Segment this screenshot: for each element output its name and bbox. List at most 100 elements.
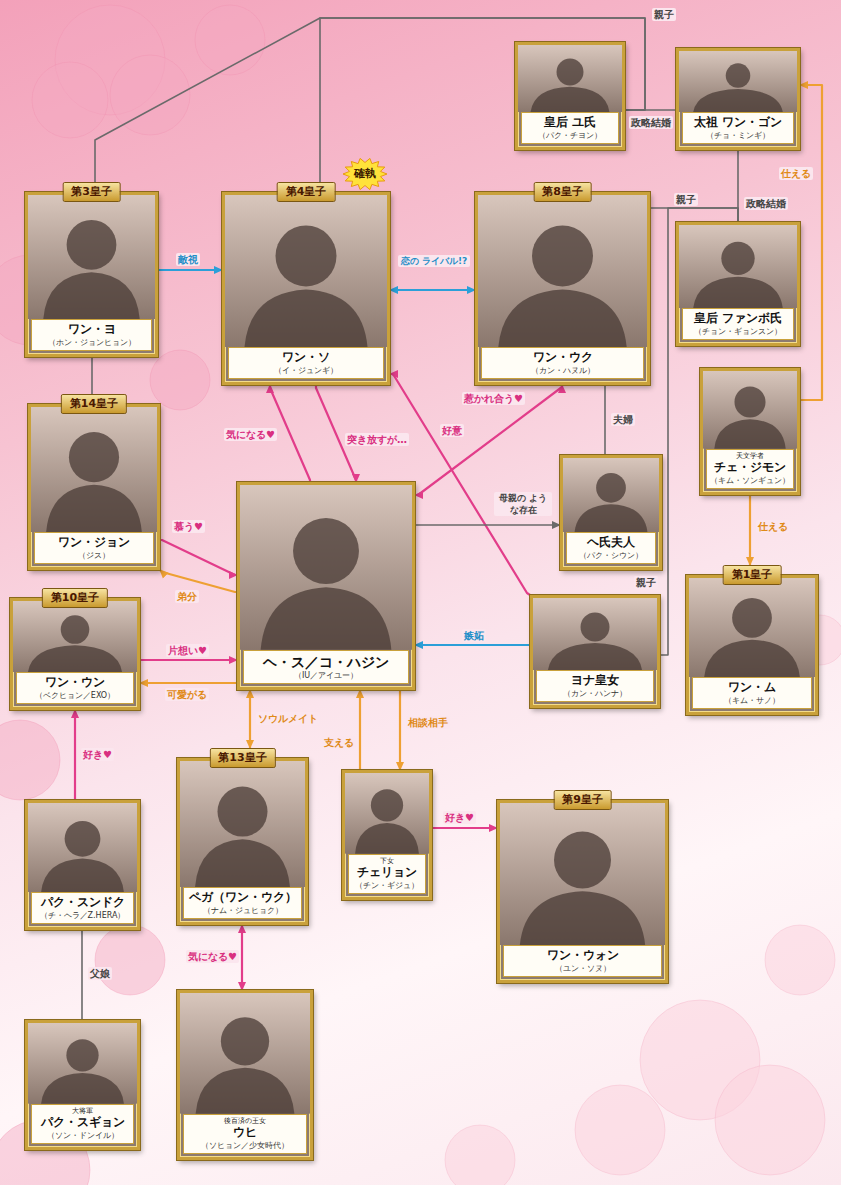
character-name: 太祖 ワン・ゴン (694, 115, 782, 131)
portrait-head (557, 58, 584, 85)
name-plate: 皇后 ファンボ氏（チョン・ギョンスン） (682, 308, 794, 340)
portrait-ground (28, 803, 137, 892)
relation-label: 気になる♥ (224, 428, 277, 441)
name-plate: 太祖 ワン・ゴン（チョ・ミンギ） (682, 112, 794, 144)
relation-label: 気になる♥ (186, 950, 239, 963)
name-plate: 天文学者チェ・ジモン（キム・ソンギュン） (706, 449, 794, 489)
relation-connector (241, 925, 243, 990)
portrait-placeholder (225, 195, 387, 347)
role-title: 下女 (380, 857, 394, 866)
portrait-silhouette (693, 89, 783, 112)
actor-name: （イ・ジュンギ） (274, 366, 338, 376)
relation-connector (432, 827, 497, 829)
portrait-silhouette (714, 419, 785, 449)
relation-label: 恋の ライバル!? (398, 255, 470, 267)
character-name: ワン・ウォン (547, 948, 619, 964)
portrait-head (596, 473, 626, 503)
portrait-silhouette (520, 891, 645, 945)
portrait-ground (225, 195, 387, 347)
name-plate: ワン・ウォン（ユン・ソヌ） (503, 945, 662, 977)
rank-badge: 第4皇子 (277, 182, 336, 202)
portrait-ground (679, 225, 797, 308)
relation-connector (359, 690, 361, 770)
character-frame: 皇后 ユ氏（パク・チヨン） (515, 42, 625, 150)
rank-badge: 第13皇子 (209, 748, 275, 768)
rank-badge: 第8皇子 (533, 182, 592, 202)
portrait-placeholder (703, 371, 797, 449)
relation-label: 仕える (756, 520, 790, 533)
rank-badge: 第1皇子 (723, 565, 782, 585)
relation-label: ソウルメイト (256, 712, 320, 725)
portrait-head (293, 518, 359, 584)
portrait-head (726, 63, 751, 88)
relation-connector (160, 540, 237, 575)
role-title: 天文学者 (736, 452, 764, 461)
character-name: ヘ・ス／コ・ハジン (263, 653, 389, 671)
callout-text: 確執 (343, 158, 387, 190)
portrait-ground (28, 195, 155, 319)
relation-label: 好き♥ (81, 748, 114, 761)
character-name: ワン・ム (728, 680, 776, 696)
relation-connector (140, 682, 237, 684)
character-frame: パク・スンドク（チ・ヘラ／Z.HERA） (25, 800, 140, 930)
relation-label: 好意 (440, 424, 464, 437)
relation-connector (95, 18, 645, 182)
portrait-placeholder (679, 225, 797, 308)
portrait-ground (533, 598, 657, 670)
portrait-placeholder (13, 601, 137, 672)
relation-connector (650, 208, 738, 222)
portrait-head (721, 242, 754, 275)
portrait-silhouette (196, 1068, 295, 1114)
portrait-silhouette (41, 1073, 124, 1104)
actor-name: （キム・ソンギュン） (710, 476, 790, 486)
portrait-silhouette (46, 485, 142, 533)
portrait-ground (180, 993, 310, 1114)
portrait-placeholder (679, 51, 797, 112)
portrait-head (532, 225, 593, 286)
relation-label: 親子 (634, 576, 658, 589)
portrait-ground (345, 773, 429, 854)
relation-label: 敵視 (176, 253, 200, 266)
relation-connector (415, 644, 530, 646)
relation-connector (81, 930, 83, 1020)
character-name: ワン・ヨ (68, 322, 116, 338)
portrait-placeholder (533, 598, 657, 670)
portrait-ground (478, 195, 647, 347)
relation-connector (74, 710, 76, 800)
starburst-polygon (343, 158, 387, 189)
actor-name: （ベクヒョン／EXO） (35, 691, 115, 701)
actor-name: （ナム・ジュヒョク） (203, 906, 283, 916)
name-plate: 大将軍パク・スギョン（ソン・ドンイル） (31, 1104, 134, 1144)
portrait-placeholder (28, 803, 137, 892)
relation-label: 可愛がる (165, 688, 209, 701)
relation-connector (158, 269, 222, 271)
portrait-ground (240, 485, 412, 650)
portrait-head (371, 789, 403, 821)
relation-label: 嫉妬 (462, 629, 486, 642)
relation-label: 夫婦 (611, 413, 635, 426)
actor-name: （ジス） (78, 551, 110, 561)
relation-label: 好き♥ (443, 811, 476, 824)
relation-label: 母親の ような存在 (494, 492, 552, 516)
relation-label: 相談相手 (406, 716, 450, 729)
character-frame: 第14皇子ワン・ジョン（ジス） (28, 404, 160, 570)
actor-name: （パク・チヨン） (538, 131, 602, 141)
relation-connector (249, 690, 251, 748)
portrait-ground (703, 371, 797, 449)
portrait-head (554, 831, 611, 888)
portrait-head (276, 225, 337, 286)
actor-name: （ホン・ジョンヒョン） (48, 338, 136, 348)
portrait-silhouette (195, 839, 290, 887)
portrait-silhouette (41, 858, 124, 892)
character-name: ワン・ジョン (58, 535, 130, 551)
character-frame: 天文学者チェ・ジモン（キム・ソンギュン） (700, 368, 800, 495)
character-frame: 皇后 ファンボ氏（チョン・ギョンスン） (676, 222, 800, 346)
portrait-silhouette (43, 272, 140, 319)
actor-name: （キム・サノ） (724, 696, 780, 706)
actor-name: （チ・ヘラ／Z.HERA） (40, 911, 126, 921)
character-frame: 後百済の王女ウヒ（ソヒョン／少女時代） (177, 990, 313, 1160)
actor-name: （チン・ギジュ） (355, 881, 419, 891)
relation-connector (415, 385, 562, 495)
